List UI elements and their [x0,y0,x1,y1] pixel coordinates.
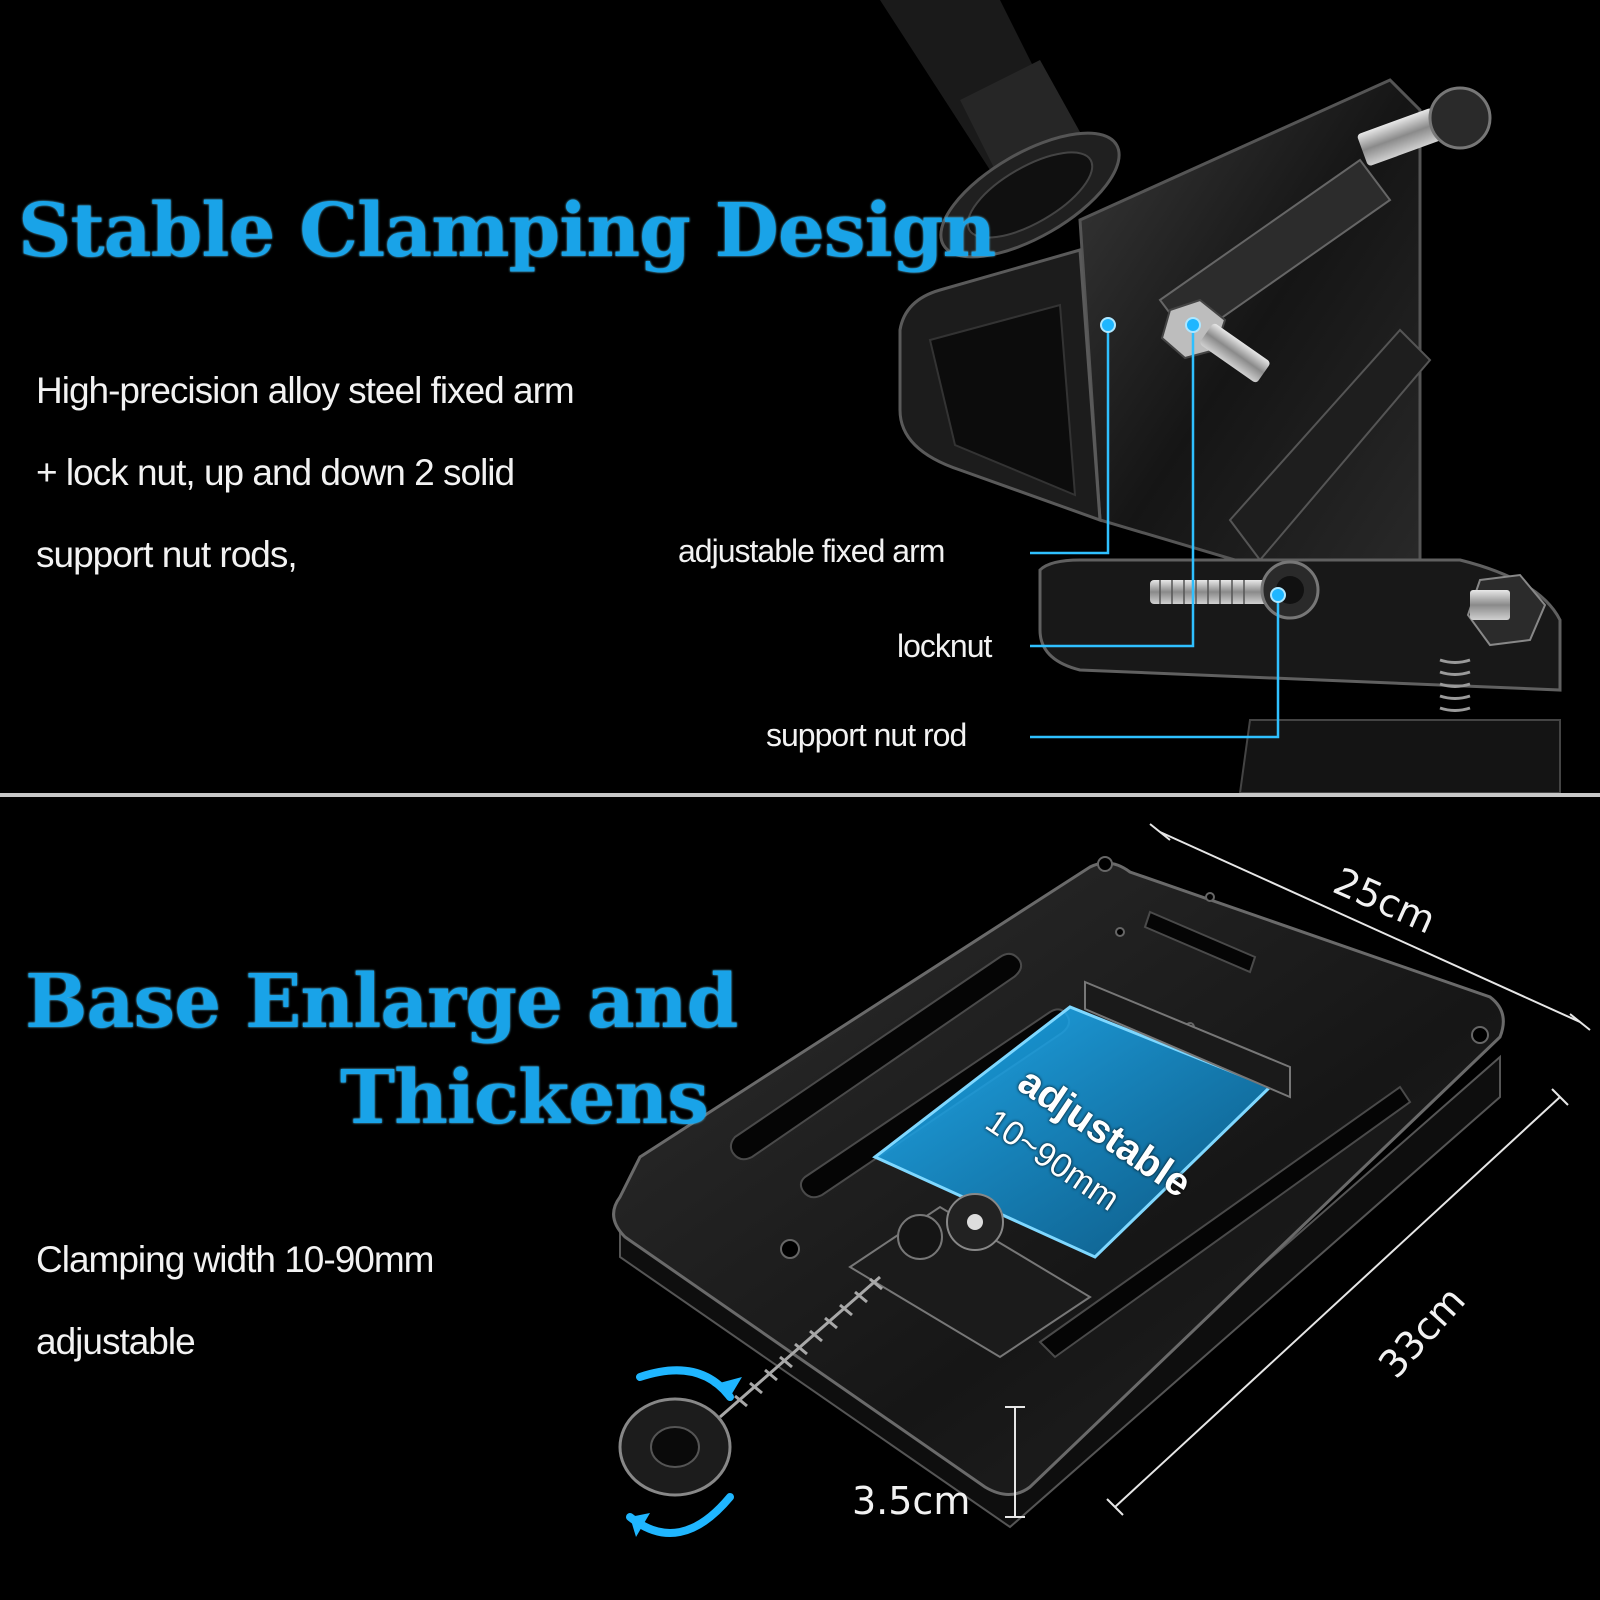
clamping-description: High-precision alloy steel fixed arm + l… [36,350,575,596]
callout-target-dots [1100,317,1286,603]
callout-leader-lines [1030,330,1280,739]
clamping-design-panel: Stable Clamping Design High-precision al… [0,0,1600,793]
description-line: Clamping width 10-90mm [36,1239,435,1280]
base-headline-line2: Thickens [340,1055,709,1141]
base-headline-line1: Base Enlarge and [25,959,738,1045]
base-slots [729,910,1412,1359]
rotation-arrowhead-icon [712,1377,742,1397]
lead-screw [719,1275,883,1419]
dimension-lines [1005,823,1591,1518]
callout-adjustable-fixed-arm: adjustable fixed arm [678,533,945,569]
dimension-thickness-label: 3.5cm [852,1479,971,1523]
base-holes [780,856,1489,1259]
clamp-arm-illustration [880,0,1562,793]
base-plate-illustration [612,823,1591,1537]
moving-jaw [848,1193,1092,1359]
description-line: support nut rods, [36,534,298,575]
stable-clamping-headline: Stable Clamping Design [18,188,996,274]
callout-support-nut-rod: support nut rod [766,717,967,753]
clamp-knob [618,1397,732,1497]
base-description: Clamping width 10-90mm adjustable [36,1219,435,1383]
description-line: High-precision alloy steel fixed arm [36,370,575,411]
rotation-arrowhead-icon [630,1513,650,1537]
callout-locknut: locknut [897,628,992,664]
panel-divider [0,793,1600,797]
description-line: + lock nut, up and down 2 solid [36,452,515,493]
grinder-handle [880,0,1121,259]
description-line: adjustable [36,1321,196,1362]
base-panel: Base Enlarge and Thickens Clamping width… [0,797,1600,1600]
fixed-jaw [1084,980,1291,1099]
